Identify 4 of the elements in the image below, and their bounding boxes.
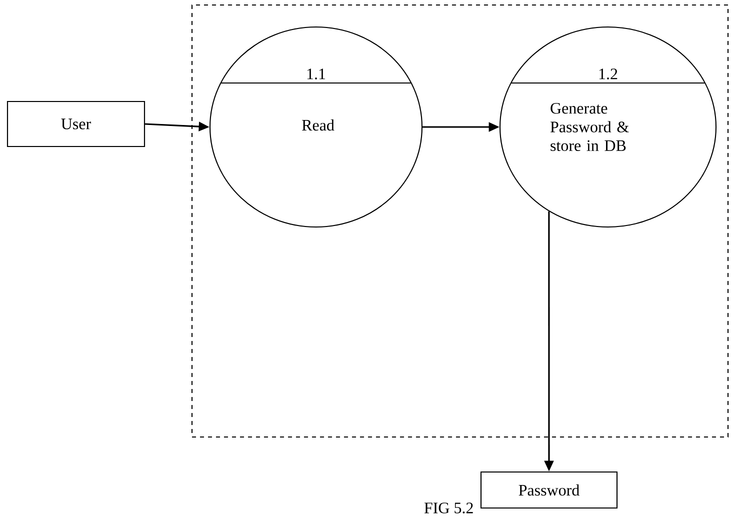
entity-box: User bbox=[6, 100, 146, 148]
entity-box: Password bbox=[480, 471, 618, 509]
system-boundary bbox=[191, 4, 729, 438]
figure-caption: FIG 5.2 bbox=[424, 502, 473, 514]
